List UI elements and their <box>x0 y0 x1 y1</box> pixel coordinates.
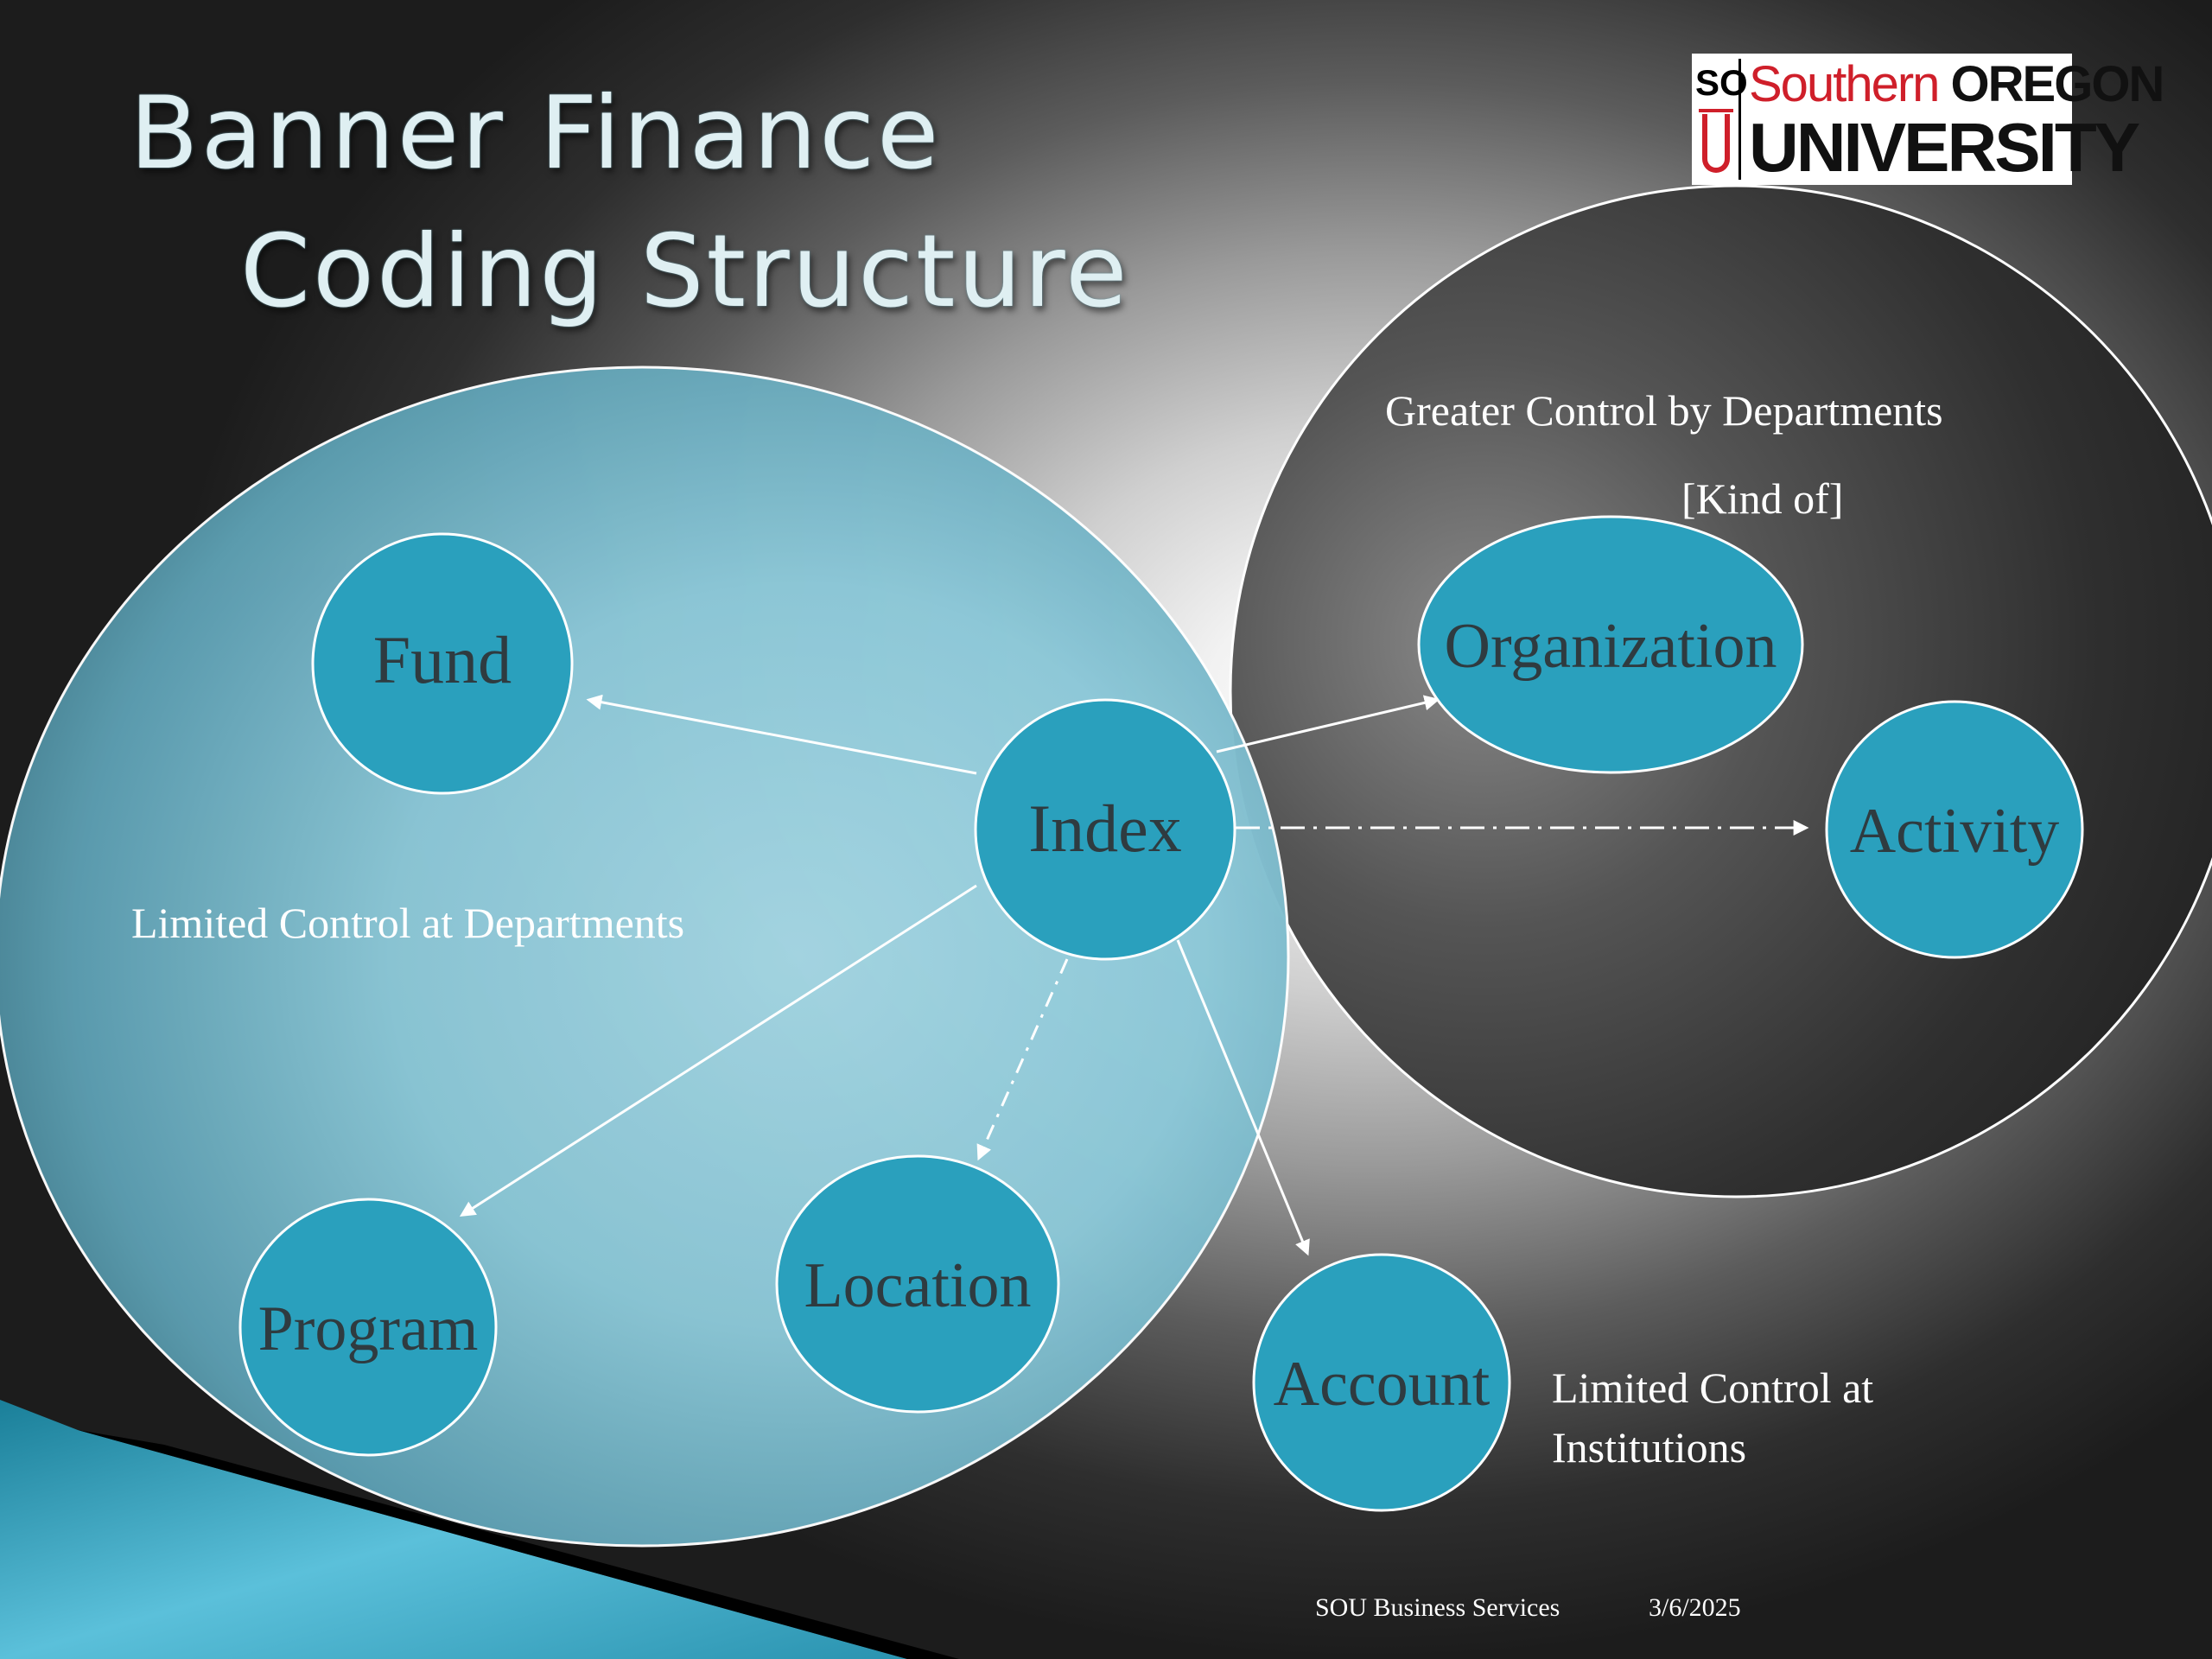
logo-line1: Southern OREGON <box>1749 56 2165 112</box>
node-fund: Fund <box>311 532 574 795</box>
logo-university-text: UNIVERSITY <box>1749 109 2140 186</box>
index-label: Index <box>1028 791 1182 866</box>
node-program: Program <box>238 1198 498 1457</box>
node-organization: Organization <box>1417 515 1804 774</box>
organization-circle <box>1417 515 1804 774</box>
logo-so-text: SO <box>1695 62 1748 103</box>
fund-label: Fund <box>373 622 512 697</box>
account-label: Account <box>1274 1349 1491 1420</box>
kind-of-label: [Kind of] <box>1681 474 1843 523</box>
footer-organization: SOU Business Services <box>1315 1593 1560 1622</box>
slide-title-line1: Banner Finance <box>130 75 942 192</box>
logo-southern-text: Southern <box>1749 56 1940 112</box>
index-to-program-arrow <box>459 884 977 1217</box>
program-circle <box>238 1198 498 1457</box>
footer-date: 3/6/2025 <box>1649 1593 1741 1622</box>
index-to-organization-arrow <box>1216 695 1440 753</box>
index-circle <box>974 698 1236 961</box>
account-circle <box>1252 1253 1511 1512</box>
slide-title: Banner Finance Coding Structure <box>130 65 1129 341</box>
node-account: Account <box>1252 1253 1511 1512</box>
location-label: Location <box>804 1250 1031 1321</box>
logo-u-shape-icon <box>1702 114 1730 173</box>
chevron-band-blue <box>0 1400 907 1659</box>
southern-oregon-university-logo: SO Southern OREGON UNIVERSITY <box>1692 54 2164 185</box>
activity-circle <box>1825 700 2084 959</box>
chevron-band-black <box>78 1430 959 1659</box>
activity-label: Activity <box>1850 796 2060 867</box>
index-to-account-arrow <box>1176 939 1310 1256</box>
slide-title-line2: Coding Structure <box>240 213 1130 330</box>
fund-circle <box>311 532 574 795</box>
node-index: Index <box>974 698 1236 961</box>
departments-control-label: Limited Control at Departments <box>131 899 684 947</box>
index-to-fund-arrow <box>586 694 977 775</box>
location-circle <box>775 1154 1060 1414</box>
institutions-control-label-line1: Limited Control at <box>1552 1363 1873 1412</box>
greater-control-label: Greater Control by Departments <box>1385 386 1943 435</box>
program-label: Program <box>258 1294 479 1364</box>
node-activity: Activity <box>1825 700 2084 959</box>
institutions-control-label-line2: Institutions <box>1552 1423 1746 1471</box>
logo-oregon-text: OREGON <box>1950 56 2165 112</box>
node-location: Location <box>775 1154 1060 1414</box>
organization-label: Organization <box>1445 611 1777 682</box>
sou-mark-icon: SO <box>1695 59 1748 180</box>
